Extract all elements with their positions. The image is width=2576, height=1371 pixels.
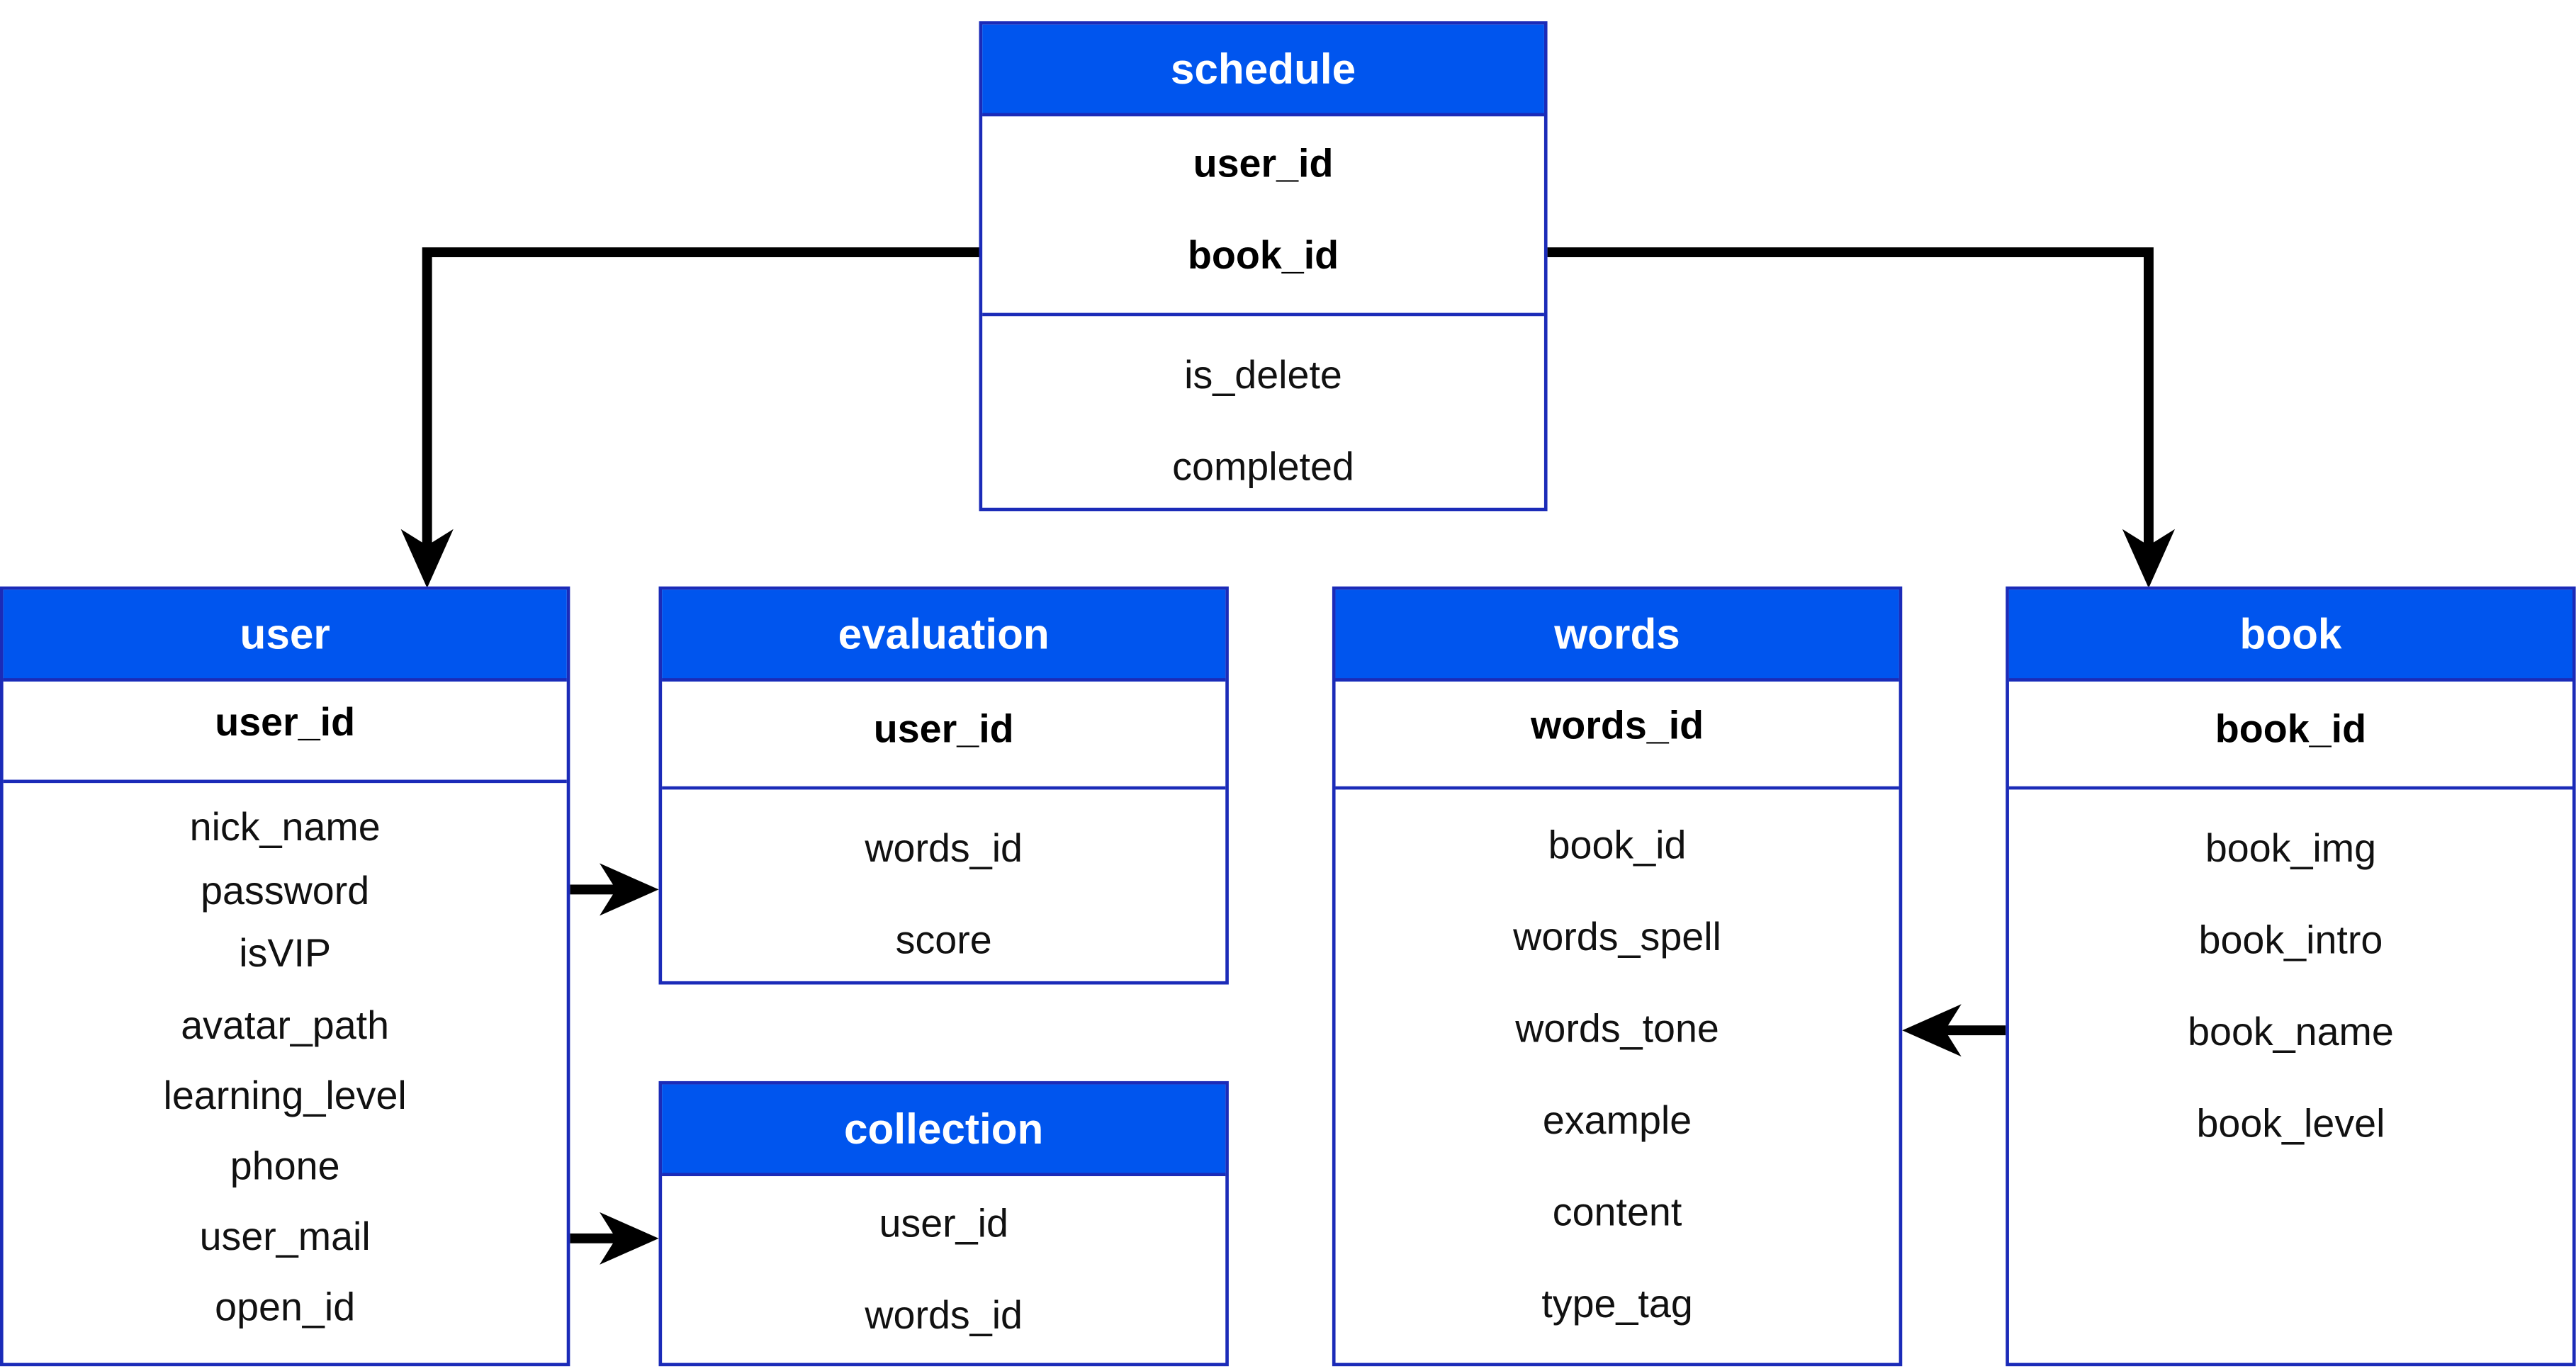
user-field-learning-level: learning_level [163, 1074, 407, 1119]
words-table[interactable]: words words_id book_id words_spell words… [1332, 586, 1903, 1367]
words-field-words-spell: words_spell [1513, 915, 1721, 960]
schedule-table[interactable]: schedule user_id book_id is_delete compl… [979, 21, 1548, 512]
collection-table-title: collection [662, 1084, 1226, 1177]
evaluation-table[interactable]: evaluation user_id words_id score [658, 586, 1229, 985]
evaluation-divider [662, 786, 1226, 790]
book-field-book-intro: book_intro [2198, 919, 2383, 964]
evaluation-field-score: score [895, 919, 992, 964]
user-field-user-mail: user_mail [199, 1215, 371, 1260]
collection-field-user-id: user_id [879, 1202, 1008, 1247]
arrowhead-to-evaluation [600, 863, 659, 916]
arrowhead-to-collection [600, 1212, 659, 1265]
words-field-example: example [1542, 1099, 1692, 1144]
user-field-password: password [201, 869, 370, 915]
book-field-book-img: book_img [2205, 827, 2377, 871]
user-key-user-id: user_id [215, 701, 356, 745]
book-table-title: book [2008, 589, 2572, 682]
schedule-divider [982, 312, 1544, 317]
words-divider [1335, 786, 1899, 790]
evaluation-key-user-id: user_id [873, 707, 1014, 752]
book-field-book-level: book_level [2196, 1102, 2385, 1147]
words-field-content: content [1552, 1190, 1682, 1236]
user-field-open-id: open_id [215, 1285, 356, 1331]
user-field-phone: phone [230, 1145, 340, 1190]
arrowhead-to-words [1902, 1004, 1962, 1057]
evaluation-field-words-id: words_id [865, 827, 1023, 871]
evaluation-table-title: evaluation [662, 589, 1226, 682]
book-key-book-id: book_id [2215, 707, 2367, 752]
book-table[interactable]: book book_id book_img book_intro book_na… [2006, 586, 2576, 1367]
user-field-nick-name: nick_name [189, 806, 381, 850]
schedule-key-user-id: user_id [1193, 142, 1334, 187]
collection-field-words-id: words_id [865, 1294, 1023, 1338]
user-table-title: user [3, 589, 567, 682]
schedule-table-title: schedule [982, 24, 1544, 117]
relation-schedule-user-line [422, 247, 979, 551]
schedule-field-is-delete: is_delete [1184, 354, 1342, 398]
user-field-isvip: isVIP [239, 932, 332, 976]
user-table[interactable]: user user_id nick_name password isVIP av… [0, 586, 570, 1367]
schedule-key-book-id: book_id [1187, 234, 1339, 279]
arrowhead-to-book [2122, 529, 2176, 589]
user-field-avatar-path: avatar_path [181, 1004, 390, 1049]
relation-schedule-book-line [1547, 247, 2154, 551]
collection-table[interactable]: collection user_id words_id [658, 1081, 1229, 1367]
words-key-words-id: words_id [1530, 704, 1704, 749]
words-table-title: words [1335, 589, 1899, 682]
words-field-book-id: book_id [1548, 823, 1687, 869]
book-field-book-name: book_name [2188, 1010, 2394, 1055]
user-divider [3, 779, 567, 784]
words-field-type-tag: type_tag [1541, 1282, 1693, 1327]
schedule-field-completed: completed [1172, 445, 1354, 490]
arrowhead-to-user [400, 529, 454, 589]
words-field-words-tone: words_tone [1515, 1007, 1719, 1052]
book-divider [2008, 786, 2572, 790]
